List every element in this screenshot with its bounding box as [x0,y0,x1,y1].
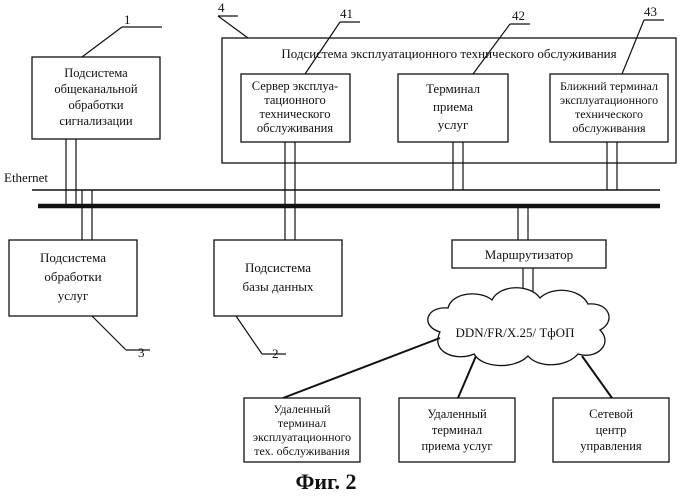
signaling-connector [66,139,76,206]
callout-3-label: 3 [138,345,145,360]
figure-caption: Фиг. 2 [295,469,356,494]
service-processing-subsystem: Подсистема обработки услуг [9,240,137,316]
remote-service-line-1: Удаленный [427,407,487,421]
service-terminal-line-1: Терминал [426,81,481,96]
remote-service-line-3: приема услуг [421,439,492,453]
router: Маршрутизатор [452,240,606,268]
signaling-line-2: общеканальной [54,82,137,96]
ncc-line-1: Сетевой [589,407,633,421]
signaling-line-3: обработки [68,98,123,112]
link-ncc [582,356,612,398]
om-server: Сервер эксплуа- тационного технического … [241,74,350,142]
service-processing-line-1: Подсистема [40,250,106,265]
network-control-center: Сетевой центр управления [553,398,669,462]
callout-3: 3 [92,316,150,360]
signaling-line-4: сигнализации [59,114,133,128]
database-connector [285,206,295,240]
service-terminal: Терминал приема услуг [398,74,508,142]
callout-1: 1 [82,12,162,57]
signaling-line-1: Подсистема [64,66,128,80]
near-terminal-line-1: Ближний терминал [560,79,658,93]
near-terminal-line-2: эксплуатационного [560,93,658,107]
callout-4: 4 [218,0,248,38]
remote-om-line-3: эксплуатационного [253,430,351,444]
link-remote-service [458,356,476,398]
remote-om-line-4: тех. обслуживания [254,444,350,458]
database-line-2: базы данных [242,279,314,294]
service-processing-line-3: услуг [58,288,89,303]
service-terminal-line-3: услуг [438,117,469,132]
near-terminal-line-3: технического [575,107,643,121]
near-terminal-line-4: обслуживания [572,121,646,135]
database-line-1: Подсистема [245,260,311,275]
ncc-line-3: управления [580,439,642,453]
cloud-label: DDN/FR/X.25/ ТфОП [456,325,575,340]
remote-om-line-1: Удаленный [274,402,332,416]
om-server-line-3: технического [260,107,331,121]
service-terminal-line-2: приема [433,99,473,114]
remote-om-line-2: терминал [278,416,326,430]
callout-41-label: 41 [340,6,353,21]
callout-42-label: 42 [512,8,525,23]
service-processing-line-2: обработки [44,269,101,284]
om-server-line-1: Сервер эксплуа- [252,79,338,93]
om-server-line-2: тационного [264,93,326,107]
remote-service-line-2: терминал [432,423,482,437]
callout-43-label: 43 [644,4,657,19]
ncc-line-2: центр [596,423,627,437]
callout-1-label: 1 [124,12,131,27]
database-subsystem: Подсистема базы данных [214,240,342,316]
om-subsystem-title: Подсистема эксплуатационного техническог… [281,46,616,61]
callout-2: 2 [236,316,286,361]
ethernet-label: Ethernet [4,170,48,185]
signaling-subsystem: Подсистема общеканальной обработки сигна… [32,57,160,139]
om-server-line-4: обслуживания [257,121,333,135]
link-remote-om [283,338,440,398]
remote-service-terminal: Удаленный терминал приема услуг [399,398,515,462]
router-label: Маршрутизатор [485,247,573,262]
near-om-terminal: Ближний терминал эксплуатационного техни… [550,74,668,142]
remote-om-terminal: Удаленный терминал эксплуатационного тех… [244,398,360,462]
service-processing-connector [82,190,92,240]
callout-2-label: 2 [272,346,279,361]
wan-cloud: DDN/FR/X.25/ ТфОП [428,288,609,366]
callout-4-label: 4 [218,0,225,15]
